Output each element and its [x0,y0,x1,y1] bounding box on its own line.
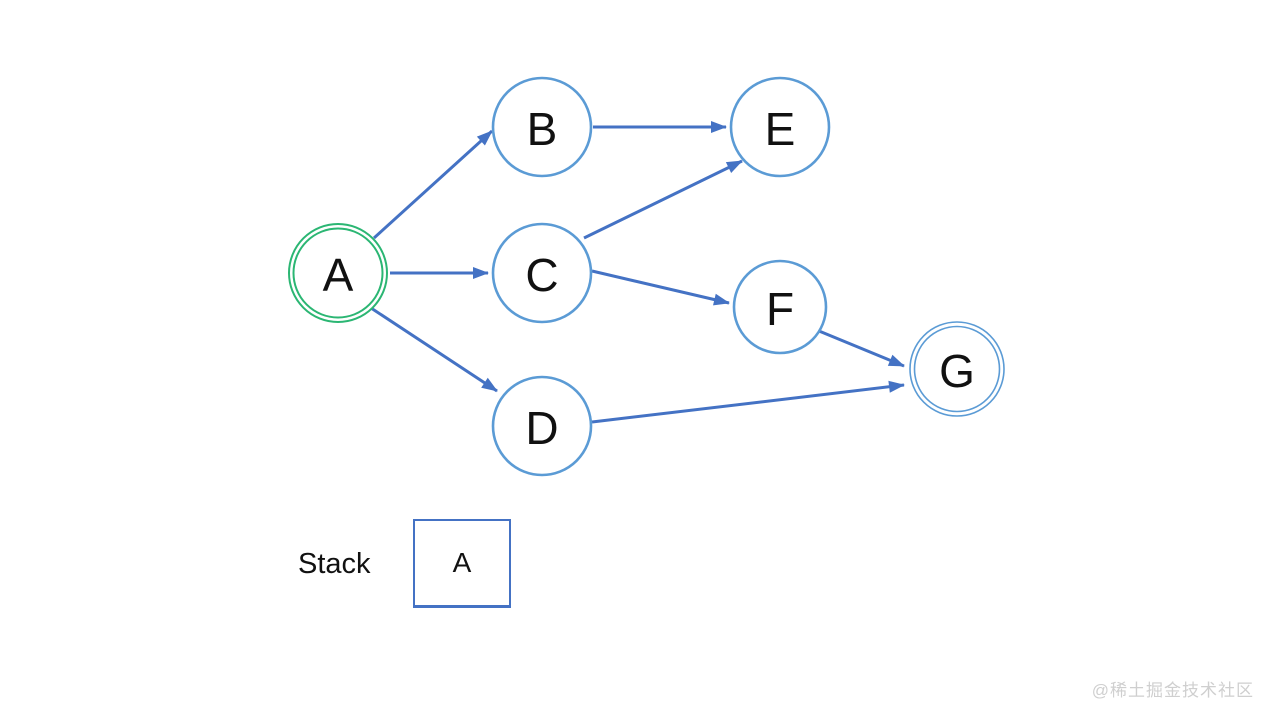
graph-node-D: D [491,375,593,477]
edge-C-E [583,159,743,240]
graph-node-A: A [288,223,388,323]
graph-node-G: G [909,321,1005,417]
node-circle-E [729,76,831,178]
edge-C-F [591,269,730,306]
node-circle-B [491,76,593,178]
node-label-B: B [527,103,558,155]
edge-F-G [818,329,905,368]
node-circle-D [491,375,593,477]
node-circle-A [288,223,388,323]
graph-node-E: E [729,76,831,178]
node-circle-F [732,259,828,355]
stack-container: A [413,519,511,608]
node-label-G: G [939,345,975,397]
stack-item-0: A [413,519,511,608]
node-label-E: E [765,103,796,155]
edge-D-G [591,380,905,424]
graph-node-C: C [491,222,593,324]
node-label-D: D [525,402,558,454]
node-label-F: F [766,283,794,335]
nodes-layer: A B C D E F G [288,76,1005,477]
edges-layer [370,121,905,424]
node-label-A: A [323,249,354,301]
node-inner-ring-A [292,227,384,319]
node-label-C: C [525,249,558,301]
watermark: @稀土掘金技术社区 [1091,681,1254,700]
edge-A-B [372,129,494,240]
stack-label: Stack [298,548,371,580]
node-circle-C [491,222,593,324]
node-inner-ring-G [913,325,1001,413]
graph-node-B: B [491,76,593,178]
graph-node-F: F [732,259,828,355]
edge-A-D [370,306,498,393]
node-circle-G [909,321,1005,417]
